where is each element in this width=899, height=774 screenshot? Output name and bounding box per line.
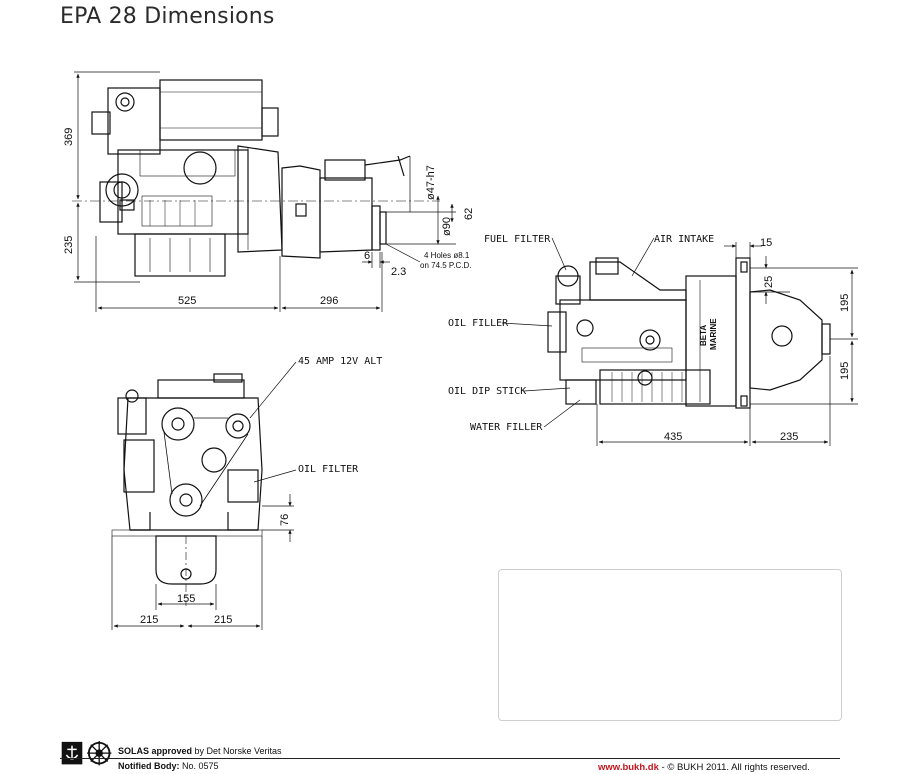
solas-approval: SOLAS approved by Det Norske Veritas bbox=[118, 746, 282, 756]
callout-water-filler: WATER FILLER bbox=[470, 422, 543, 433]
front-view bbox=[111, 373, 263, 585]
dim-369: 369 bbox=[63, 128, 75, 146]
dim-525: 525 bbox=[178, 295, 196, 307]
dim-195-upper: 195 bbox=[839, 294, 851, 312]
callout-alternator: 45 AMP 12V ALT bbox=[298, 356, 382, 367]
dim-76: 76 bbox=[279, 514, 291, 526]
front-callout-leaders bbox=[249, 361, 297, 483]
engine-badge-marine: MARINE bbox=[709, 318, 718, 350]
dim-flange-90: ø90 bbox=[441, 217, 453, 236]
footer-divider bbox=[60, 758, 840, 759]
dim-435: 435 bbox=[664, 431, 682, 443]
holes-note-line2: on 74.5 P.C.D. bbox=[420, 261, 471, 270]
holes-note-line1: 4 Holes ø8.1 bbox=[424, 251, 470, 260]
top-dimensions bbox=[596, 242, 858, 446]
callout-oil-filler: OIL FILLER bbox=[448, 318, 509, 329]
engine-badge-beta: BETA bbox=[699, 325, 708, 346]
dim-flange-62: 62 bbox=[463, 208, 475, 220]
dim-235-top: 235 bbox=[780, 431, 798, 443]
dim-235-side: 235 bbox=[63, 236, 75, 254]
page-title: EPA 28 Dimensions bbox=[60, 4, 275, 29]
dim-15: 15 bbox=[760, 237, 772, 249]
dim-296: 296 bbox=[320, 295, 338, 307]
callout-fuel-filter: FUEL FILTER bbox=[484, 234, 551, 245]
dim-195-lower: 195 bbox=[839, 362, 851, 380]
info-panel bbox=[498, 569, 842, 721]
website-link[interactable]: www.bukh.dk bbox=[598, 762, 659, 773]
dim-25: 25 bbox=[763, 276, 775, 288]
top-view bbox=[547, 257, 831, 409]
callout-air-intake: AIR INTAKE bbox=[654, 234, 714, 245]
dim-flange-2-3: 2.3 bbox=[391, 266, 406, 278]
dim-215-left: 215 bbox=[140, 614, 158, 626]
dim-flange-6: 6 bbox=[364, 250, 370, 262]
top-callout-leaders bbox=[501, 237, 655, 428]
notified-body: Notified Body: No. 0575 bbox=[118, 761, 219, 771]
dim-155: 155 bbox=[177, 593, 195, 605]
dim-flange-47: ø47-h7 bbox=[425, 165, 437, 200]
side-view bbox=[91, 79, 411, 277]
callout-oil-dip-stick: OIL DIP STICK bbox=[448, 386, 526, 397]
certification-logos bbox=[61, 740, 112, 766]
footer-copyright: www.bukh.dk - © BUKH 2011. All rights re… bbox=[598, 762, 810, 773]
callout-oil-filter: OIL FILTER bbox=[298, 464, 359, 475]
dim-215-right: 215 bbox=[214, 614, 232, 626]
side-dimensions bbox=[74, 71, 456, 312]
front-dimensions bbox=[111, 494, 294, 630]
